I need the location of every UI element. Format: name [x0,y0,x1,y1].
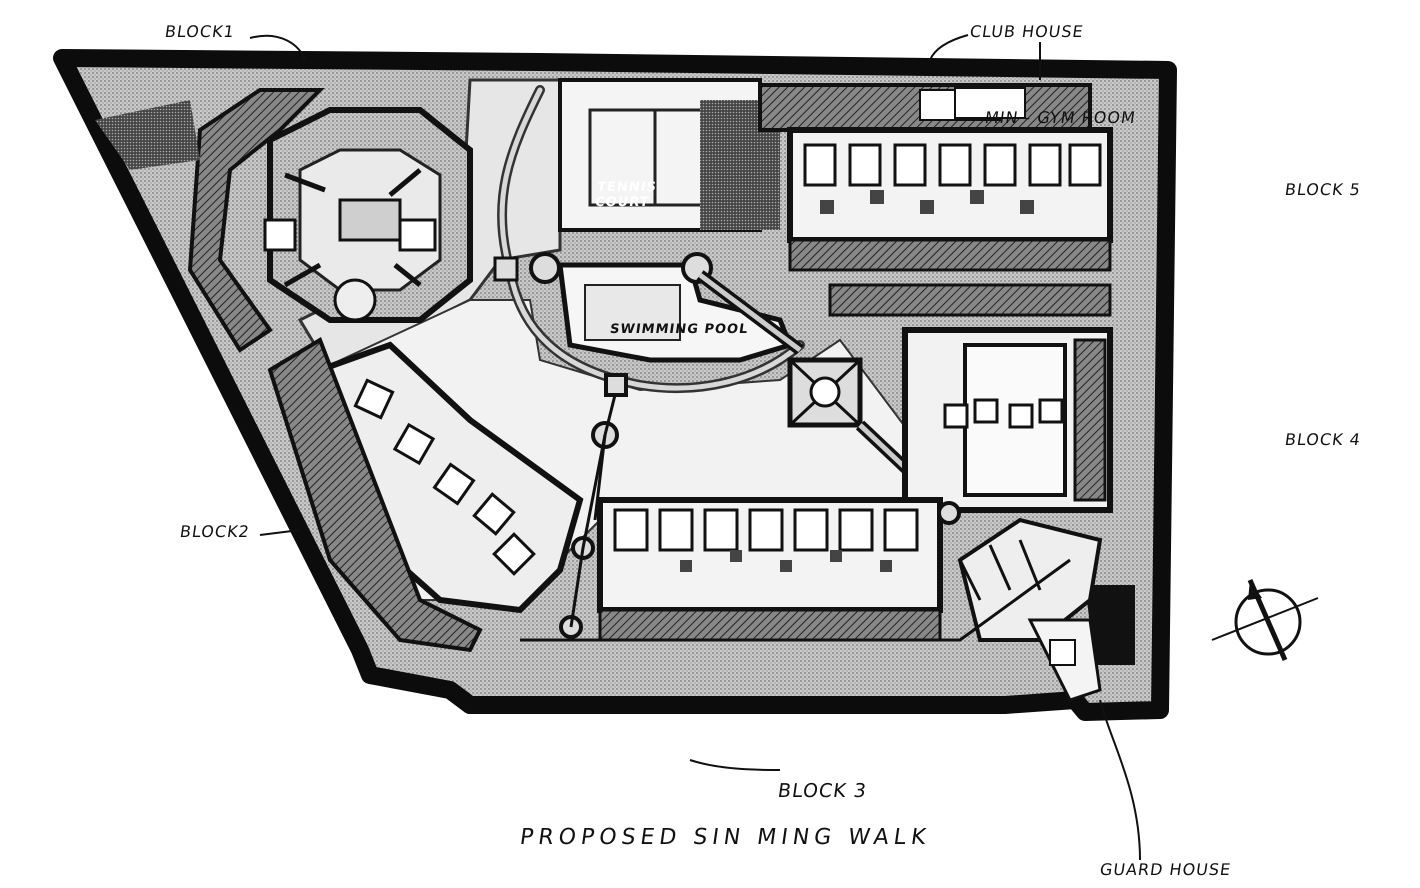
swimming-pool-label: SWIMMING POOL [608,322,750,337]
block3-label: BLOCK 3 [776,780,869,802]
club-house-label: CLUB HOUSE [968,22,1086,41]
guard-house [957,517,1103,702]
west-driveway [95,88,325,353]
block5-label: BLOCK 5 [1283,180,1363,199]
block1-tower [263,107,473,323]
club-house [758,83,1092,132]
block2-building [267,337,584,653]
block5-building [787,127,1113,317]
north-arrow-icon [1211,578,1319,662]
min-gym-room-label: MIN - GYM ROOM [983,108,1138,127]
block2-label: BLOCK2 [178,522,252,541]
block4-building [902,327,1113,513]
block3-building [597,497,943,642]
block1-label: BLOCK1 [163,22,237,41]
block4-label: BLOCK 4 [1283,430,1363,449]
path-lines [520,394,1071,642]
annotation-leaders [249,34,1141,861]
guard-house-label: GUARD HOUSE [1098,860,1233,879]
tennis-court-label: TENNIS COURT [593,180,658,210]
swimming-pool [493,252,804,363]
plan-title: PROPOSED SIN MING WALK [518,825,933,850]
